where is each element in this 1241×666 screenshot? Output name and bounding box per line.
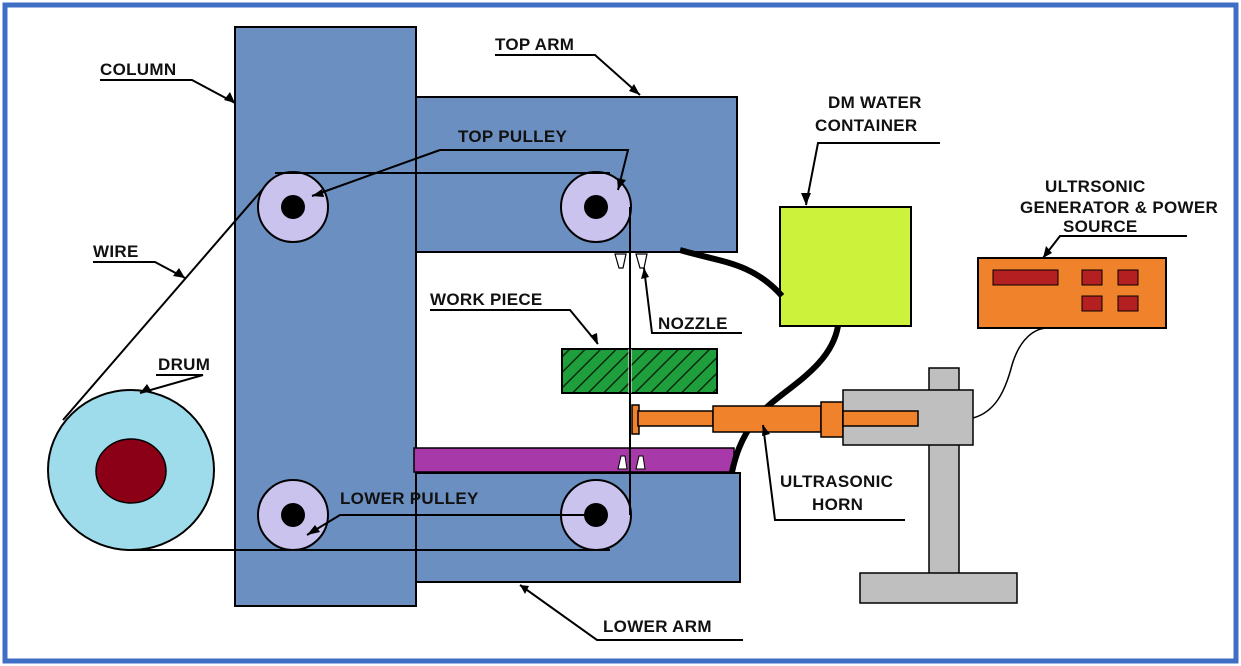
- label-drum: DRUM: [158, 355, 210, 374]
- label-generator-3: SOURCE: [1063, 217, 1138, 236]
- top-left-pulley: [257, 171, 329, 243]
- generator-cable: [972, 327, 1049, 419]
- label-wire: WIRE: [93, 242, 139, 261]
- horn-stand: [842, 367, 1018, 604]
- work-piece: [561, 348, 718, 394]
- ultrasonic-generator: [977, 257, 1167, 329]
- label-generator-1: ULTRSONIC: [1045, 177, 1146, 196]
- label-top-arm: TOP ARM: [495, 35, 574, 54]
- labels: COLUMN TOP ARM DM WATER CONTAINER ULTRSO…: [93, 35, 1218, 636]
- lower-left-pulley: [257, 479, 329, 551]
- label-nozzle: NOZZLE: [658, 314, 728, 333]
- label-generator-2: GENERATOR & POWER: [1020, 198, 1218, 217]
- label-lower-arm: LOWER ARM: [603, 617, 712, 636]
- label-work-piece: WORK PIECE: [430, 290, 543, 309]
- label-dm-water-2: CONTAINER: [815, 116, 918, 135]
- arrowheads: [140, 84, 1052, 594]
- wire: [62, 172, 631, 551]
- label-lower-pulley: LOWER PULLEY: [340, 489, 479, 508]
- label-column: COLUMN: [100, 60, 176, 79]
- dm-water-container: [779, 206, 912, 327]
- label-dm-water-1: DM WATER: [828, 93, 922, 112]
- label-ultrasonic-2: HORN: [812, 495, 863, 514]
- lower-nozzle: [617, 455, 646, 470]
- leader-lines: [93, 54, 1187, 641]
- label-top-pulley: TOP PULLEY: [458, 127, 567, 146]
- upper-nozzle: [614, 253, 648, 269]
- label-ultrasonic-1: ULTRASONIC: [780, 472, 893, 491]
- top-water-hose: [679, 247, 785, 298]
- work-table: [413, 447, 735, 473]
- drum: [47, 389, 215, 551]
